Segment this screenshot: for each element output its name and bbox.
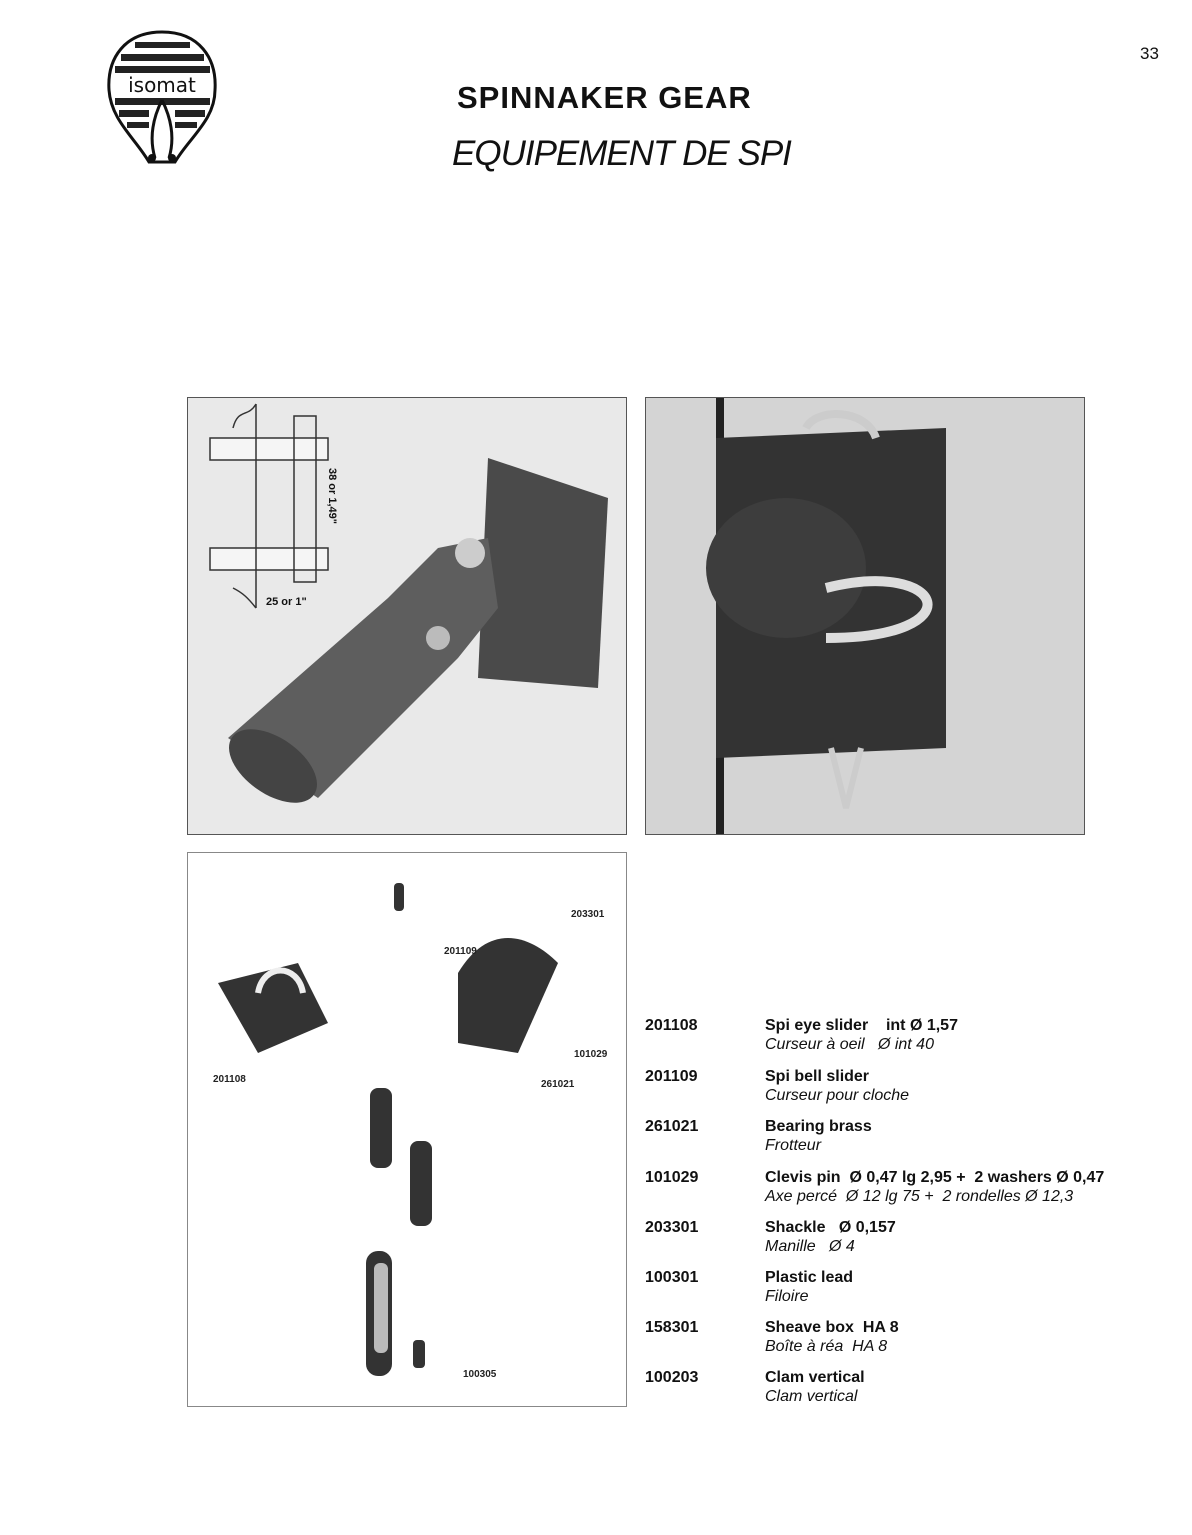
part-name-en: Plastic lead	[765, 1269, 854, 1286]
part-code: 100301	[645, 1269, 699, 1286]
part-name-fr: Manille Ø 4	[765, 1238, 855, 1255]
slider-mounted-photo: 38 or 1,49" 25 or 1"	[187, 397, 627, 835]
part-label: 201108	[213, 1074, 246, 1085]
page-title: SPINNAKER GEAR	[457, 80, 752, 115]
part-name-en: Clevis pin Ø 0,47 lg 2,95 + 2 washers Ø …	[765, 1169, 1105, 1186]
part-label: 100305	[463, 1369, 497, 1380]
height-dimension: 38 or 1,49"	[326, 468, 338, 524]
part-code: 261021	[645, 1118, 699, 1135]
part-label: 261021	[541, 1079, 575, 1090]
part-name-fr: Boîte à réa HA 8	[765, 1338, 888, 1355]
part-name-fr: Frotteur	[765, 1137, 822, 1154]
slider-closeup-photo	[645, 397, 1085, 835]
part-code: 101029	[645, 1169, 699, 1186]
page-number: 33	[1140, 44, 1159, 63]
isomat-logo: isomat	[105, 28, 220, 173]
part-code: 201109	[645, 1068, 698, 1085]
part-code: 100203	[645, 1369, 699, 1386]
part-name-fr: Clam vertical	[765, 1388, 858, 1405]
part-label: 101029	[574, 1049, 608, 1060]
part-code: 201108	[645, 1017, 698, 1034]
part-name-en: Spi eye slider int Ø 1,57	[765, 1017, 958, 1034]
part-label: 201109	[444, 946, 477, 957]
width-dimension: 25 or 1"	[266, 596, 307, 608]
svg-text:isomat: isomat	[128, 73, 196, 97]
part-name-en: Clam vertical	[765, 1369, 865, 1386]
part-name-fr: Filoire	[765, 1288, 809, 1305]
part-code: 158301	[645, 1319, 699, 1336]
part-code: 203301	[645, 1219, 699, 1236]
part-label: 203301	[571, 909, 605, 920]
part-name-fr: Curseur pour cloche	[765, 1087, 910, 1104]
part-name-en: Bearing brass	[765, 1118, 872, 1135]
part-name-en: Spi bell slider	[765, 1068, 870, 1085]
part-name-fr: Curseur à oeil Ø int 40	[765, 1036, 934, 1053]
page-subtitle: EQUIPEMENT DE SPI	[452, 134, 792, 173]
part-name-en: Sheave box HA 8	[765, 1319, 899, 1336]
part-name-fr: Axe percé Ø 12 lg 75 + 2 rondelles Ø 12,…	[765, 1188, 1074, 1205]
part-name-en: Shackle Ø 0,157	[765, 1219, 896, 1236]
parts-exploded-photo: 203301 201109 101029 201108 261021 10030…	[187, 852, 627, 1407]
